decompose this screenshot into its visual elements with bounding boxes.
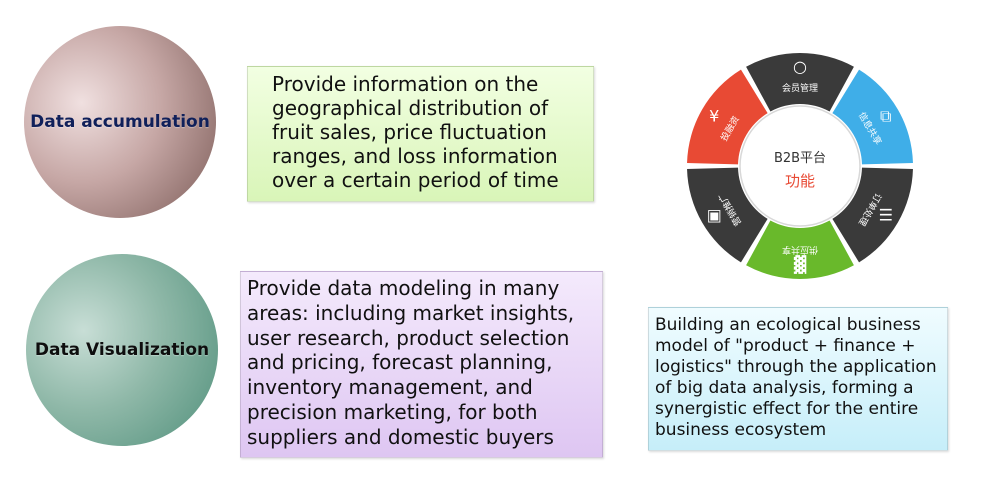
data-accumulation-circle: Data accumulation — [24, 26, 216, 218]
link-icon: ⧉ — [880, 107, 891, 126]
accumulation-description-box: Provide information on the geographical … — [247, 66, 594, 202]
chart-icon: ▓ — [794, 255, 807, 274]
wheel-segment-1 — [832, 69, 913, 165]
wheel-segment-3 — [746, 220, 854, 279]
accumulation-description-text: Provide information on the geographical … — [272, 72, 559, 192]
wheel-segment-0 — [746, 52, 854, 112]
data-accumulation-label: Data accumulation — [30, 112, 210, 132]
user-icon: ○ — [793, 57, 807, 76]
ecosystem-description-text: Building an ecological business model of… — [655, 315, 937, 440]
wheel-segment-4 — [687, 167, 768, 263]
data-visualization-label: Data Visualization — [34, 340, 210, 360]
wheel-segment-label: 供应共享 — [782, 244, 818, 256]
wheel-segment-2 — [832, 167, 913, 263]
wheel-center-subtitle: 功能 — [785, 172, 815, 190]
promotion-icon: ▣ — [707, 206, 722, 225]
visualization-description-text: Provide data modeling in many areas: inc… — [247, 276, 575, 449]
wheel-segments: ○会员管理⧉信息共享☰订单处理▓供应共享▣营销推广¥投融资 — [687, 52, 913, 279]
wheel-center-title: B2B平台 — [774, 151, 826, 166]
visualization-description-box: Provide data modeling in many areas: inc… — [240, 271, 603, 458]
order-icon: ☰ — [879, 206, 893, 225]
wheel-segment-label: 会员管理 — [782, 82, 818, 94]
b2b-platform-wheel: ○会员管理⧉信息共享☰订单处理▓供应共享▣营销推广¥投融资 B2B平台 功能 — [687, 52, 913, 279]
ecosystem-description-box: Building an ecological business model of… — [648, 307, 948, 451]
wheel-segment-5 — [687, 69, 768, 165]
wheel-center — [739, 105, 861, 227]
finance-icon: ¥ — [709, 107, 719, 126]
data-visualization-circle: Data Visualization — [26, 254, 218, 446]
